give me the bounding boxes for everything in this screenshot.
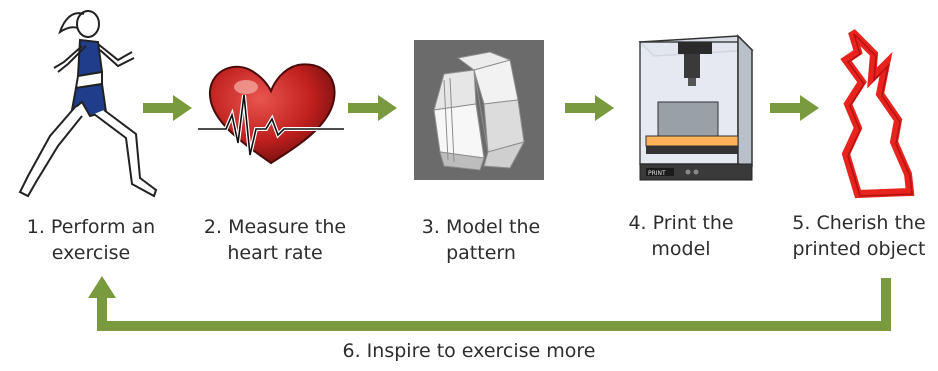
step-1-label: 1. Perform an exercise [26, 216, 156, 264]
arrow-3-to-4 [565, 95, 614, 121]
printer-brand: PRINT [648, 170, 666, 177]
3d-model-icon [414, 40, 544, 180]
arrow-2-to-3 [348, 95, 397, 121]
step-2-label: 2. Measure the heart rate [203, 216, 347, 264]
printed-object-icon [840, 29, 915, 199]
runner-icon [18, 10, 158, 198]
arrow-4-to-5 [770, 95, 819, 121]
arrow-1-to-2 [143, 95, 192, 121]
heart-rate-icon [198, 63, 344, 165]
step-3-label: 3. Model the pattern [421, 216, 541, 264]
step-4-label: 4. Print the model [628, 212, 734, 260]
loop-label: 6. Inspire to exercise more [342, 340, 596, 362]
step-5-label: 5. Cherish the printed object [792, 212, 926, 260]
3d-printer-icon: PRINT [638, 34, 754, 181]
